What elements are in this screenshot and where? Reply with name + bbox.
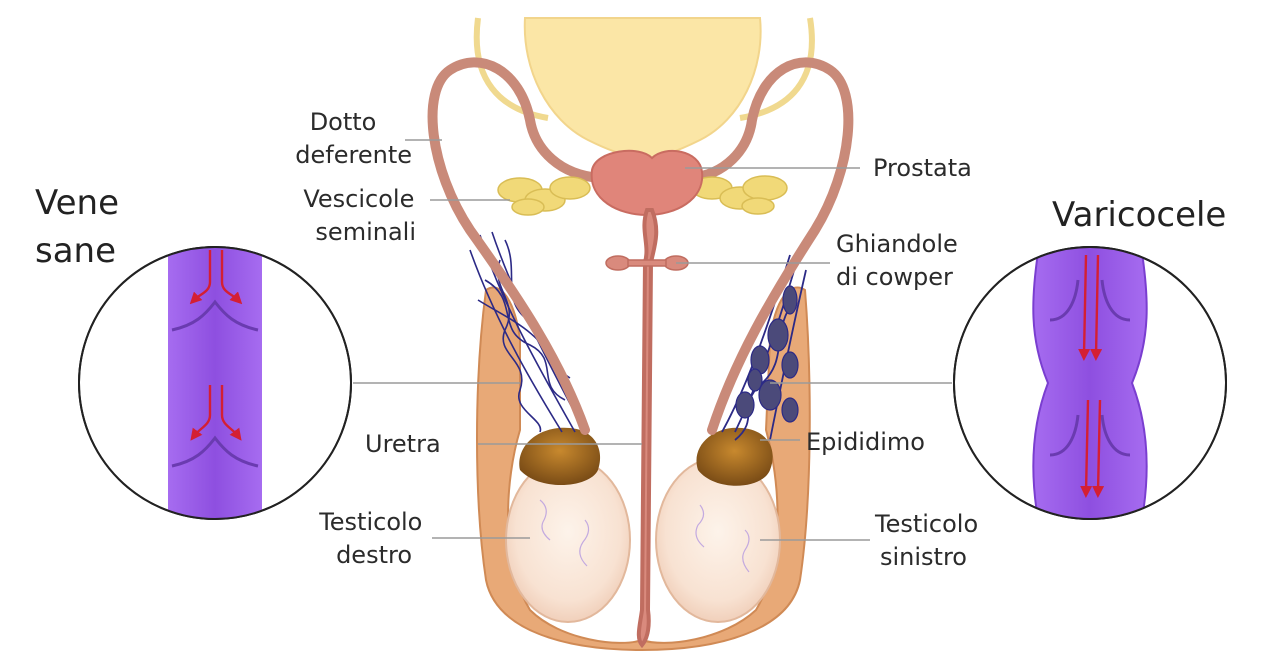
label-epididimo: Epididimo — [806, 428, 925, 456]
bladder — [525, 18, 761, 158]
varicocele-vein-drawing — [1033, 240, 1146, 530]
title-varicocele: Varicocele — [1052, 195, 1226, 235]
title-vene-sane: Vene sane — [35, 183, 130, 271]
label-prostata: Prostata — [873, 154, 972, 182]
healthy-vein-drawing — [168, 240, 262, 530]
urethra — [639, 210, 656, 645]
prostate — [592, 151, 703, 215]
label-vescicole-seminali: Vescicole seminali — [303, 185, 422, 246]
label-testicolo-sinistro: Testicolo sinistro — [874, 510, 986, 571]
label-testicolo-destro: Testicolo destro — [318, 508, 430, 569]
right-epididymis — [519, 428, 600, 485]
left-epididymis — [696, 428, 772, 486]
label-dotto-deferente: Dotto deferente — [295, 108, 412, 169]
label-ghiandole-cowper: Ghiandole di cowper — [836, 230, 965, 291]
label-uretra: Uretra — [365, 430, 441, 458]
